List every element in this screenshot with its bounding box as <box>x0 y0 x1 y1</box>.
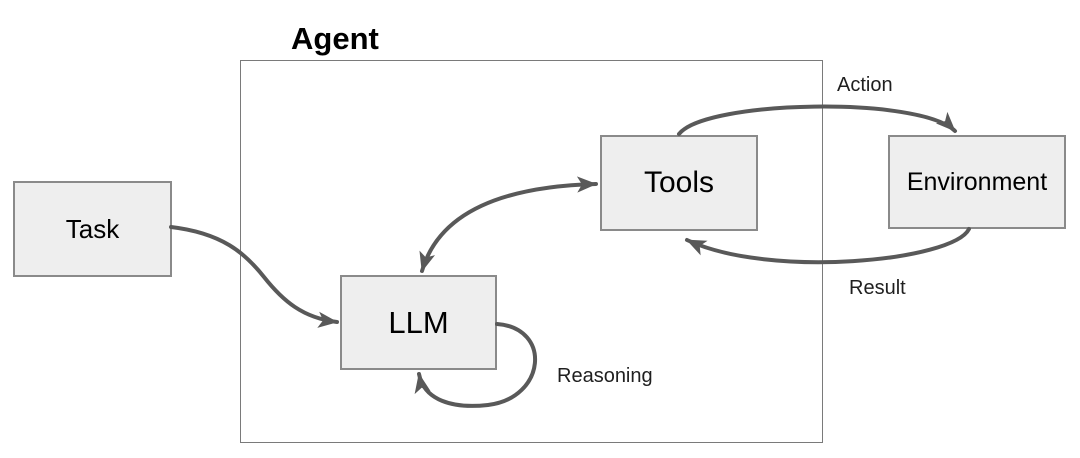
task-node-label: Task <box>65 213 120 244</box>
environment-node: Environment <box>888 135 1066 229</box>
llm-node: LLM <box>340 275 497 370</box>
tools-node-label: Tools <box>643 166 715 199</box>
llm-node-label: LLM <box>388 304 449 340</box>
tools-node: Tools <box>600 135 758 231</box>
agent-container-box <box>240 60 823 443</box>
environment-node-label: Environment <box>906 167 1048 196</box>
action-edge-label: Action <box>837 74 893 96</box>
result-edge-label: Result <box>849 277 906 299</box>
agent-title: Agent <box>291 21 379 56</box>
reasoning-edge-label: Reasoning <box>557 365 653 387</box>
task-node: Task <box>13 181 172 277</box>
